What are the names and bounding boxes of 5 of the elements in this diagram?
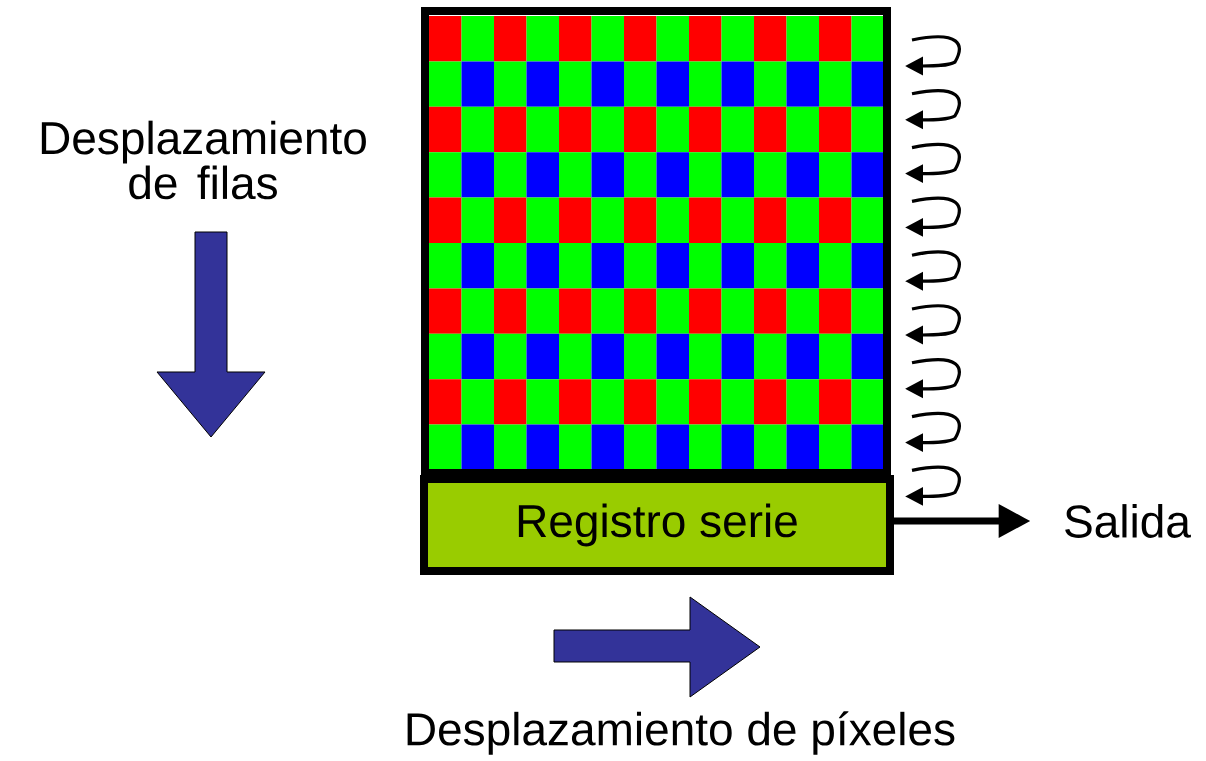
pixel-shift-label: Desplazamiento de píxeles [407,711,955,755]
register-box: Registro serie [420,475,894,575]
row-shift-label: Desplazamiento de filas [41,120,366,200]
output-label: Salida [1065,504,1191,538]
pixel-grid-drawing [421,7,891,477]
